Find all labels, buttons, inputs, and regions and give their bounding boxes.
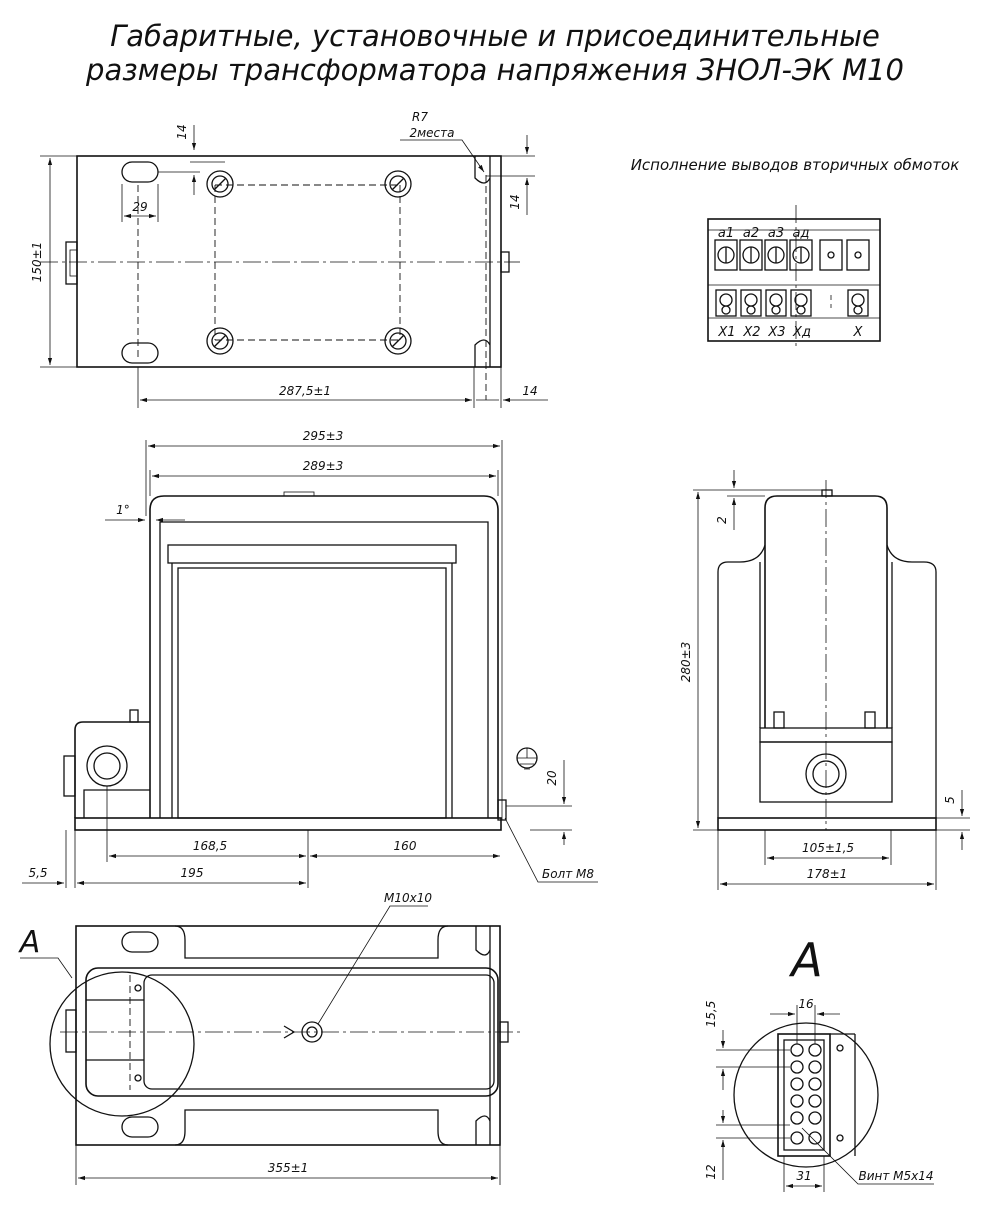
dim-slot-14: 14 (175, 124, 189, 139)
terminal-upper-row (714, 239, 870, 271)
dim-body-289: 289±3 (303, 459, 344, 473)
side-dim-280: 280±3 (679, 642, 693, 683)
drawing-title-line1: Габаритные, установочные и присоединител… (110, 19, 880, 53)
terminal-lower-row (715, 289, 869, 317)
dim-angle: 1° (116, 503, 130, 517)
detail-a-view: A 16 15,5 12 (704, 933, 934, 1192)
terminal-label-x2: X2 (742, 325, 760, 340)
dim-195: 195 (181, 866, 204, 880)
terminal-label-x1: X1 (717, 325, 735, 340)
detail-terminal-grid (790, 1043, 822, 1145)
plan-dim-355: 355±1 (268, 1161, 309, 1175)
terminal-label-a3: a3 (768, 226, 784, 241)
detail-letter-a: A (788, 933, 822, 987)
dim-mount-287: 287,5±1 (279, 384, 331, 398)
side-dim-105: 105±1,5 (802, 841, 854, 855)
terminal-label-a1: a1 (718, 226, 734, 241)
screw-head-icon (206, 170, 234, 198)
side-dim-5: 5 (943, 796, 957, 804)
terminal-label-x3: X3 (767, 325, 785, 340)
dim-160: 160 (394, 839, 417, 853)
screw-head-icon (384, 170, 412, 198)
screw-label: Винт М5х14 (858, 1169, 933, 1183)
radius-note: 2места (409, 126, 454, 140)
screw-head-icon (384, 327, 412, 355)
side-dim-2: 2 (715, 516, 729, 524)
top-view: 150±1 14 29 R7 2места 14 287,5±1 14 (30, 110, 548, 408)
thread-label: М10х10 (384, 891, 432, 905)
radius-label: R7 (412, 110, 428, 124)
front-view: 295±3 289±3 1° 168,5 160 195 5,5 20 Болт… (22, 429, 598, 888)
terminal-label-ad: aд (793, 226, 810, 241)
dim-overall-295: 295±3 (303, 429, 344, 443)
side-view: 2 280±3 5 105±1,5 178±1 (679, 470, 970, 890)
secondary-terminal-view: Исполнение выводов вторичных обмоток a1 … (631, 156, 960, 350)
dim-flange-14: 14 (522, 384, 537, 398)
plan-view: М10х10 A 355±1 (18, 891, 520, 1185)
bolt-label: Болт М8 (542, 867, 594, 881)
side-dim-178: 178±1 (807, 867, 848, 881)
dim-5-5: 5,5 (28, 866, 47, 880)
terminal-label-x: X (853, 325, 864, 340)
detail-dim-31: 31 (796, 1169, 811, 1183)
terminal-label-a2: a2 (743, 226, 759, 241)
terminal-label-xd: Xд (792, 325, 811, 340)
detail-dim-15-5: 15,5 (704, 1001, 718, 1028)
terminal-caption: Исполнение выводов вторичных обмоток (631, 156, 960, 174)
detail-dim-16: 16 (798, 997, 814, 1011)
detail-dim-12: 12 (704, 1164, 718, 1179)
drawing-title-line2: размеры трансформатора напряжения ЗНОЛ-Э… (85, 53, 904, 87)
dim-edge-14: 14 (508, 194, 522, 209)
dim-height-150: 150±1 (30, 242, 44, 283)
dim-20: 20 (545, 770, 559, 786)
dim-slot-29: 29 (132, 200, 147, 214)
screw-head-icon (206, 327, 234, 355)
dim-168: 168,5 (193, 839, 227, 853)
section-letter-a: A (18, 925, 41, 960)
